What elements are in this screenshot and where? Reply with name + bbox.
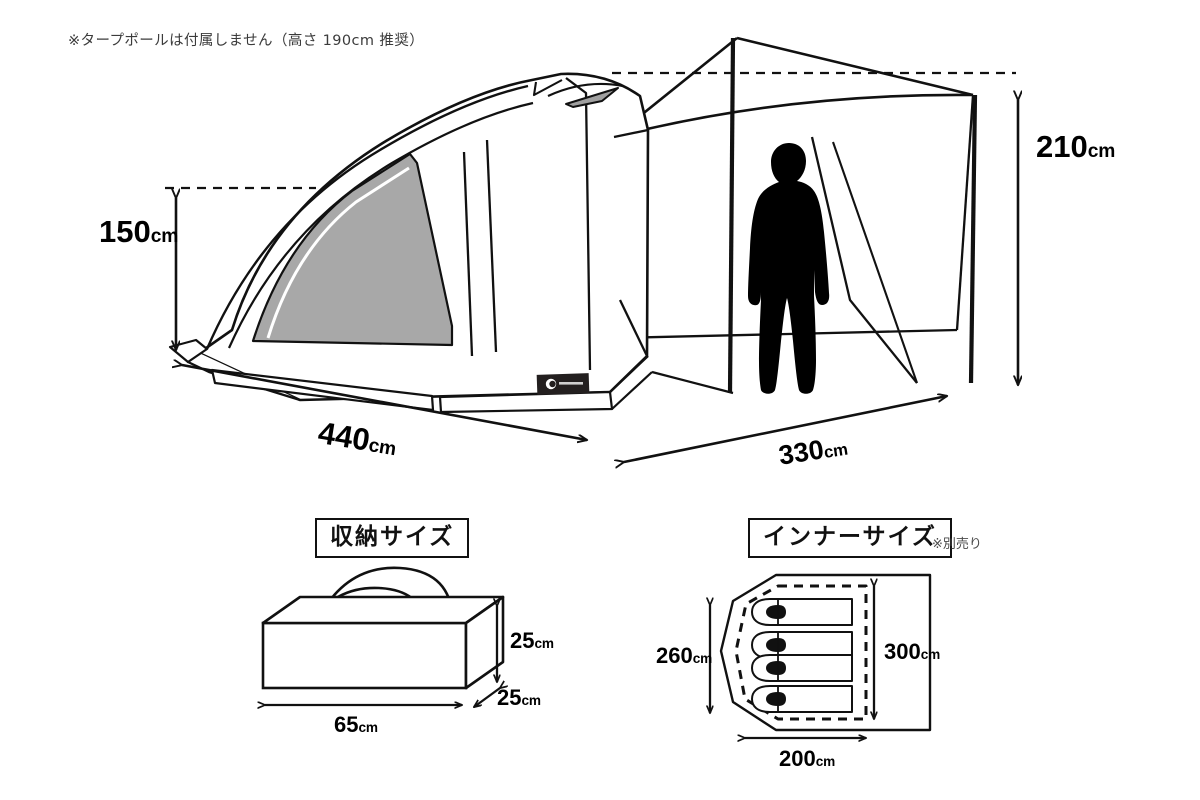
arrow-bag-depth [474, 688, 500, 707]
sleeping-mat-4 [751, 685, 853, 713]
storage-bag-illustration [261, 566, 505, 707]
mesh-window-panel [251, 152, 454, 347]
roof-vent-panel [565, 87, 619, 108]
bag-front-face [261, 621, 468, 690]
dimension-label-inner-200: 200cm [779, 746, 836, 771]
arrow-330 [624, 396, 947, 462]
tarp-pole-left [727, 37, 736, 394]
inner-tent-floorplan [710, 573, 932, 738]
sold-separately-note: ※別売り [932, 537, 982, 552]
person-silhouette [748, 143, 830, 394]
dimension-label-bag-width: 65cm [334, 712, 378, 737]
bag-top-face [261, 595, 505, 625]
dimension-label-210: 210cm [1036, 129, 1116, 164]
tent-canopy-group [168, 36, 978, 414]
dimension-lines-main [165, 71, 1018, 462]
storage-size-title: 収納サイズ [315, 518, 470, 559]
dimension-label-bag-depth: 25cm [497, 685, 541, 710]
sleeping-mat-3 [751, 654, 853, 682]
sleeping-mat-1 [751, 598, 853, 626]
brand-logo-tag [536, 373, 590, 395]
tarp-pole-note: ※タープポールは付属しません（高さ 190cm 推奨） [68, 33, 425, 49]
dimension-label-150: 150cm [99, 214, 179, 249]
tarp-pole-right [968, 94, 978, 384]
dimension-label-inner-260: 260cm [656, 643, 713, 668]
dimension-label-inner-300: 300cm [884, 639, 941, 664]
dimension-label-bag-height: 25cm [510, 628, 554, 653]
arrow-440 [182, 365, 587, 440]
inner-size-title: インナーサイズ [748, 518, 952, 559]
